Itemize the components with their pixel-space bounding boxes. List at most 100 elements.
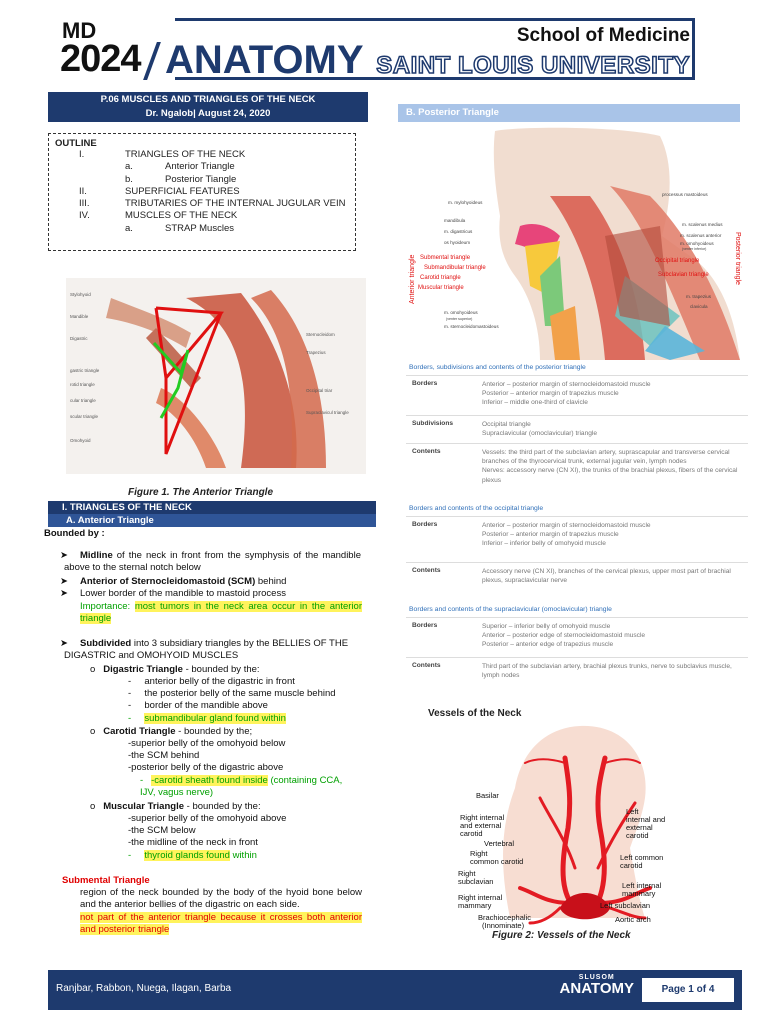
posterior-label: m. omohyoideus	[444, 310, 478, 315]
submental-title: Submental Triangle	[62, 875, 150, 886]
fig1-label: Omohyoid	[70, 438, 91, 443]
arrow-bullet-icon: ➤	[60, 576, 68, 587]
vessel-label: Basilar	[476, 791, 499, 800]
fig1-label: cular triangle	[70, 398, 96, 403]
outline: OUTLINE I.TRIANGLES OF THE NECK a.Anteri…	[48, 133, 356, 251]
posterior-label: Occipital triangle	[655, 258, 700, 264]
posterior-label: (venter superior)	[446, 317, 472, 321]
vessel-label: Aortic arch	[615, 915, 651, 924]
posterior-label: m. scalenus medius	[682, 222, 723, 227]
table-occipital-triangle: Borders and contents of the occipital tr…	[406, 502, 748, 594]
header-slash	[143, 42, 161, 80]
lecture-title-line2: Dr. Ngalob| August 24, 2020	[145, 108, 271, 119]
arrow-bullet-icon: ➤	[60, 550, 68, 561]
footer-logo: SLUSOM ANATOMY	[559, 974, 634, 997]
list-item: -posterior belly of the digastric above	[128, 762, 284, 774]
fig1-label: Mandible	[70, 314, 89, 319]
posterior-label: processus mastoideus	[662, 192, 708, 197]
outline-heading: OUTLINE	[55, 138, 97, 149]
fig1-label: Digastric	[70, 336, 88, 341]
table-row: Subdivisions Occipital triangle Supracla…	[406, 415, 748, 443]
posterior-label: m. omohyoideus	[680, 241, 714, 246]
fig1-label: Trapezius	[306, 350, 326, 355]
figure2-caption: Figure 2: Vessels of the Neck	[492, 930, 631, 941]
header-university: SAINT LOUIS UNIVERSITY	[376, 51, 691, 80]
fig1-label: Occipital triar	[306, 388, 333, 393]
vessel-label: Brachiocephalic	[478, 913, 531, 922]
circle-bullet-icon: o	[90, 801, 96, 812]
outline-item: I.TRIANGLES OF THE NECK	[79, 149, 246, 160]
page-number: Page 1 of 4	[642, 978, 734, 1002]
vessels-figure: Basilar Right internal and external caro…	[458, 725, 665, 930]
importance-note: Importance: most tumors in the neck area…	[80, 601, 362, 625]
outline-item: III.TRIBUTARIES OF THE INTERNAL JUGULAR …	[79, 198, 346, 210]
posterior-side-label-right: Posterior triangle	[734, 232, 741, 285]
header-md: MD	[62, 18, 97, 43]
table-row: Borders Anterior – posterior margin of s…	[406, 375, 748, 415]
vessel-label: Right internal	[458, 893, 503, 902]
bounded-by: Bounded by :	[44, 528, 105, 539]
vessel-label: and external	[460, 821, 502, 830]
fig1-label: scular triangle	[70, 414, 99, 419]
list-item: - submandibular gland found within	[128, 712, 286, 724]
digastric-triangle: o Digastric Triangle - bounded by the:	[90, 664, 260, 675]
footer: Ranjbar, Rabbon, Nuega, Ilagan, Barba SL…	[48, 970, 742, 1010]
section-bar-posterior: B. Posterior Triangle	[398, 104, 740, 122]
lecture-title: P.06 MUSCLES AND TRIANGLES OF THE NECK D…	[48, 92, 368, 122]
list-item: -superior belly of the omohyoid above	[128, 813, 287, 824]
posterior-label: Muscular triangle	[418, 285, 464, 291]
fig1-label: rotid triangle	[70, 382, 95, 387]
section-bar-triangles: I. TRIANGLES OF THE NECK	[48, 501, 376, 514]
outline-item: a.Anterior Triangle	[125, 161, 235, 173]
vessel-label: Right internal	[460, 813, 505, 822]
vessel-label: subclavian	[458, 877, 493, 886]
table-posterior-triangle: Borders, subdivisions and contents of th…	[406, 361, 748, 497]
vessel-label: carotid	[620, 861, 643, 870]
vessels-title: Vessels of the Neck	[428, 708, 522, 719]
footer-authors: Ranjbar, Rabbon, Nuega, Ilagan, Barba	[56, 983, 232, 994]
header-year: 2024	[60, 38, 142, 80]
posterior-triangle-figure: m. mylohyoideus mandibula m. digastricus…	[400, 126, 745, 360]
header-frame	[175, 18, 695, 80]
vessel-label: mammary	[458, 901, 492, 910]
list-item: - -carotid sheath found inside (containi…	[140, 774, 343, 798]
fig1-label: Supraclavicul triangle	[306, 410, 349, 415]
arrow-bullet-icon: ➤	[60, 588, 68, 599]
vessel-label: internal and	[626, 815, 665, 824]
posterior-label: clavicula	[690, 304, 708, 309]
outline-item: b.Posterior Tiangle	[125, 173, 237, 185]
list-item: - border of the mandible above	[128, 700, 268, 712]
digastric-list: - anterior belly of the digastric in fro…	[128, 676, 368, 725]
posterior-label: Subclavian triangle	[658, 272, 709, 278]
list-item: - thyroid glands found within	[128, 849, 257, 861]
carotid-triangle: o Carotid Triangle - bounded by the;	[90, 726, 253, 737]
list-item: -the SCM behind	[128, 750, 200, 762]
vessel-label: Right	[458, 869, 476, 878]
posterior-label: Carotid triangle	[420, 275, 461, 281]
submental-note: not part of the anterior triangle becaus…	[80, 912, 362, 936]
posterior-side-label-left: Anterior triangle	[409, 254, 416, 304]
posterior-label: m. mylohyoideus	[448, 200, 483, 205]
bullet-mandible: ➤ Lower border of the mandible to mastoi…	[60, 588, 286, 599]
table-row: Contents Third part of the subclavian ar…	[406, 657, 748, 685]
list-item: -the SCM below	[128, 825, 196, 837]
outline-item: II.SUPERFICIAL FEATURES	[79, 185, 240, 197]
posterior-label: (venter inferior)	[682, 247, 706, 251]
circle-bullet-icon: o	[90, 664, 96, 675]
table-caption: Borders and contents of the occipital tr…	[409, 505, 544, 512]
posterior-label: m. scalenus anterior	[680, 233, 722, 238]
list-item: -the midline of the neck in front	[128, 837, 258, 849]
outline-item: IV.MUSCLES OF THE NECK	[79, 210, 238, 222]
table-row: Borders Anterior – posterior margin of s…	[406, 516, 748, 562]
circle-bullet-icon: o	[90, 726, 96, 737]
header-subject: ANATOMY	[165, 38, 364, 82]
posterior-label: m. digastricus	[444, 229, 473, 234]
posterior-label: m. trapezius	[686, 294, 712, 299]
muscular-triangle: o Muscular Triangle - bounded by the:	[90, 801, 261, 812]
arrow-bullet-icon: ➤	[60, 638, 68, 649]
fig1-label: Stylohyoid	[70, 292, 91, 297]
vessel-label: Left	[626, 807, 639, 816]
bullet-scm: ➤ Anterior of Sternocleidomastoid (SCM) …	[60, 576, 287, 587]
table-caption: Borders, subdivisions and contents of th…	[409, 364, 586, 371]
vessel-label: carotid	[460, 829, 483, 838]
